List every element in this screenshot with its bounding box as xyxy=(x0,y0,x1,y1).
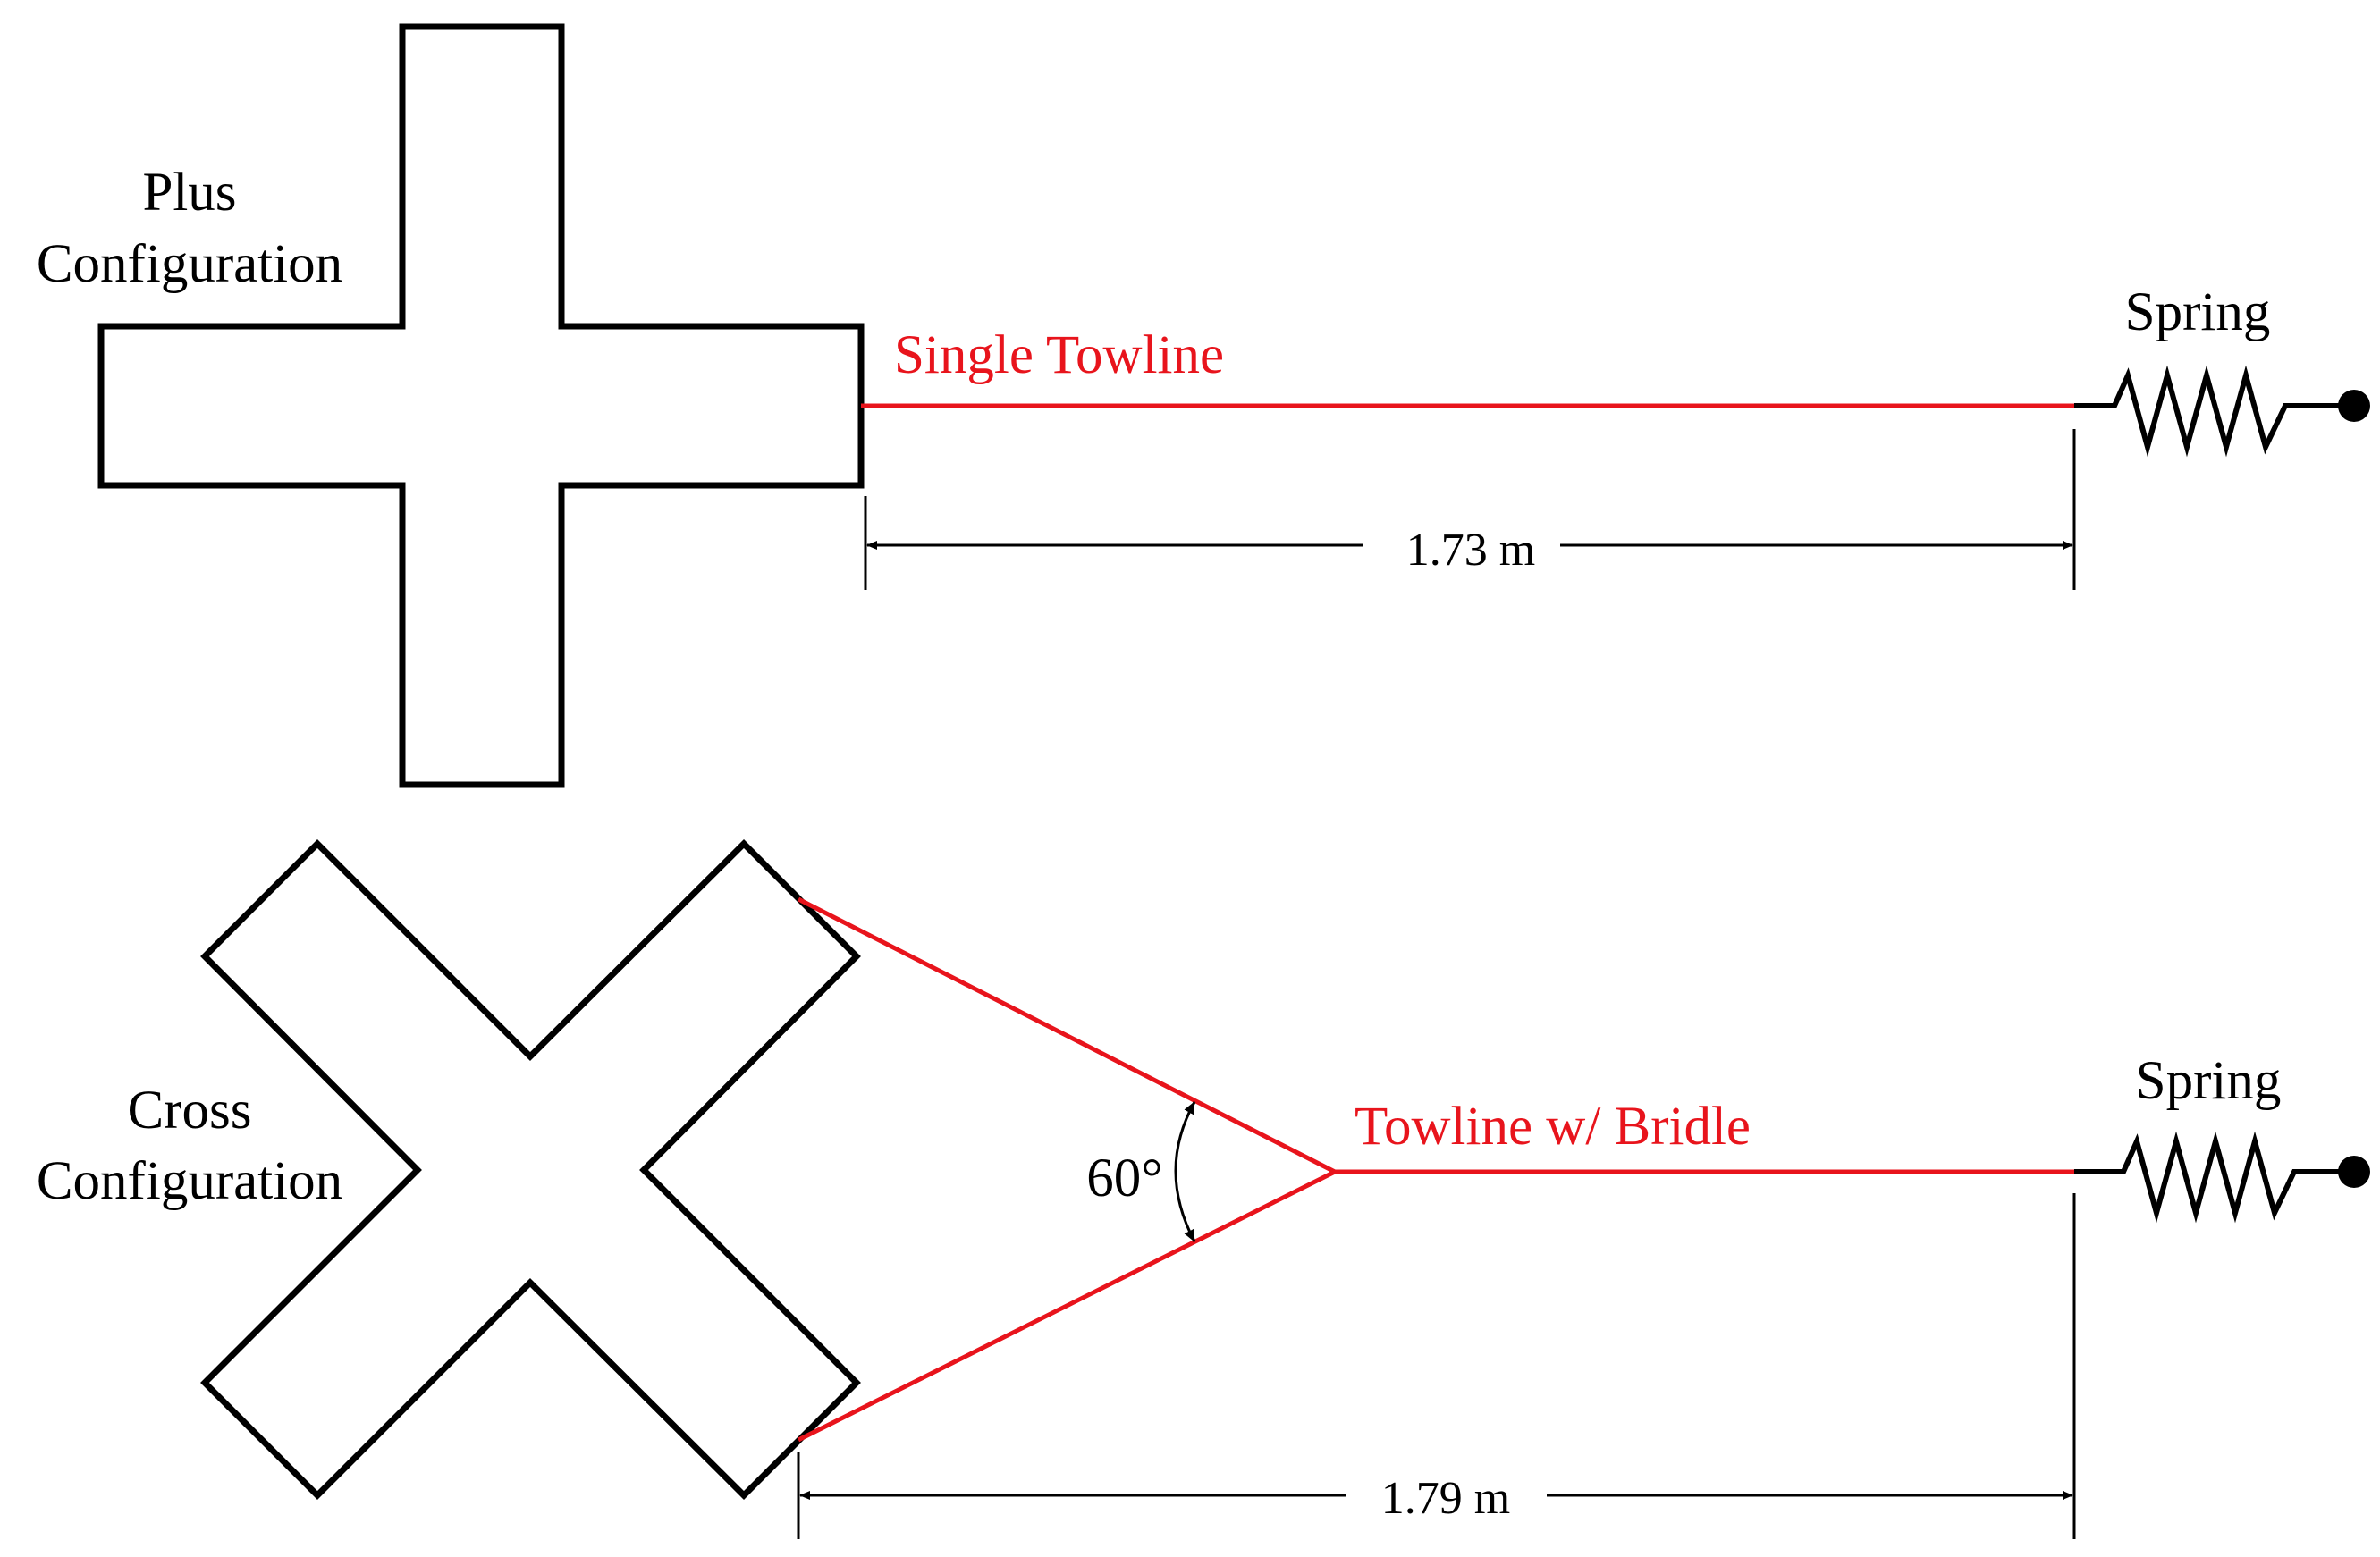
cross-config-label-line1: Cross xyxy=(128,1081,252,1140)
plus-distance-label: 1.73 m xyxy=(1406,525,1535,576)
angle-label: 60° xyxy=(1086,1149,1162,1208)
plus-spring xyxy=(2074,365,2353,458)
plus-anchor-point xyxy=(2338,390,2370,422)
single-towline-label: Single Towline xyxy=(894,325,1224,385)
angle-arc xyxy=(1174,1101,1196,1242)
bridle-upper-leg xyxy=(797,896,1337,1174)
cross-config-label-line2: Configuration xyxy=(37,1151,342,1211)
cross-spring-label: Spring xyxy=(2136,1051,2282,1111)
plus-spring-label: Spring xyxy=(2125,282,2271,342)
bridle-lower-leg xyxy=(797,1169,1337,1443)
plus-configuration: Plus Configuration Single Towline Spring… xyxy=(37,23,2370,788)
plus-config-label-line2: Configuration xyxy=(37,234,342,294)
cross-distance-label: 1.79 m xyxy=(1381,1473,1510,1524)
bridle-towline-label: Towline w/ Bridle xyxy=(1355,1097,1751,1157)
cross-spring xyxy=(2074,1131,2353,1224)
cross-configuration: Cross Configuration Towline w/ Bridle 60… xyxy=(37,839,2370,1539)
plus-shape xyxy=(97,23,865,788)
cross-anchor-point xyxy=(2338,1156,2370,1188)
cross-shape xyxy=(200,839,861,1500)
plus-config-label-line1: Plus xyxy=(142,163,236,223)
